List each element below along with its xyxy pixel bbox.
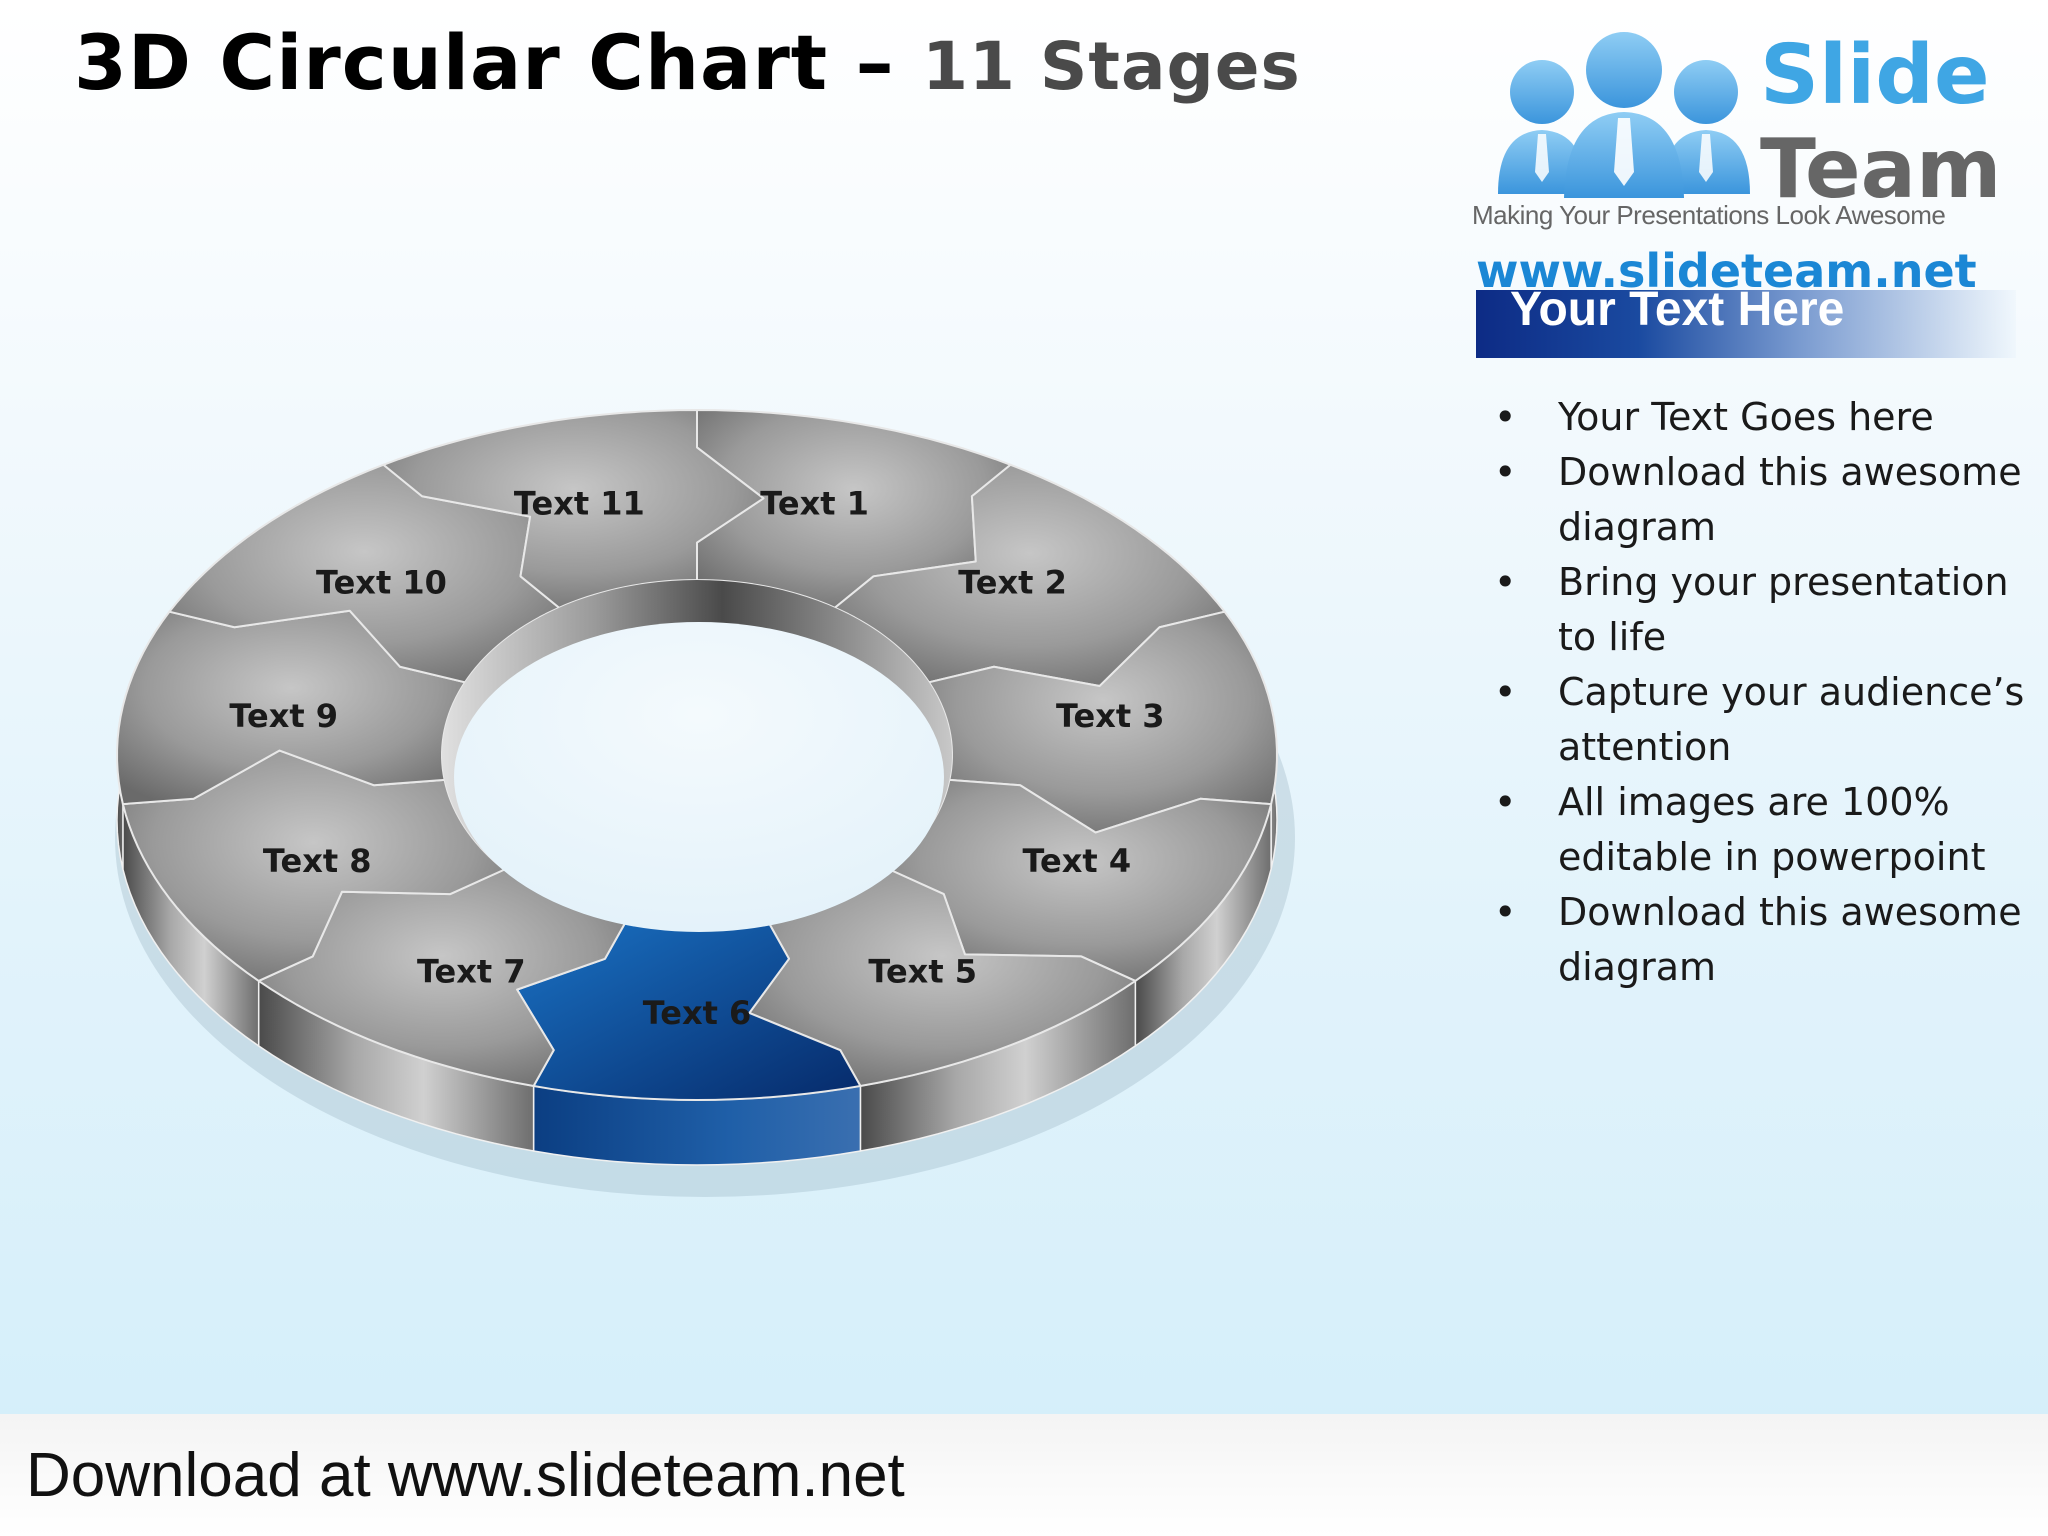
- stage-label-9: Text 9: [229, 697, 338, 735]
- stage-label-7: Text 7: [417, 953, 526, 991]
- circular-stage-diagram: Text 1 Text 2 Text 3 Text 4 Text 5 Text 6 Text…: [115, 409, 1295, 1197]
- bullet-item: Download this awesome diagram: [1490, 445, 2030, 555]
- center-hole: [454, 622, 944, 932]
- stage-label-2: Text 2: [958, 564, 1067, 602]
- logo-url: www.slideteam.net: [1476, 244, 1977, 298]
- bullet-item: All images are 100% editable in powerpoi…: [1490, 775, 2030, 885]
- stage-label-11: Text 11: [514, 485, 645, 523]
- bullet-item: Capture your audience’s attention: [1490, 665, 2030, 775]
- bullet-list: Your Text Goes here Download this awesom…: [1490, 390, 2030, 995]
- stage-label-1: Text 1: [760, 485, 869, 523]
- ring-inner-wall: [442, 580, 952, 932]
- people-logo-icon: [1498, 32, 1750, 198]
- bullet-item: Bring your presentation to life: [1490, 555, 2030, 665]
- text-panel-header: Your Text Here: [1476, 283, 2016, 358]
- bullet-item: Your Text Goes here: [1490, 390, 2030, 445]
- title-main: 3D Circular Chart –: [74, 18, 895, 107]
- stage-label-10: Text 10: [316, 564, 447, 602]
- footer-download-text: Download at www.slideteam.net: [26, 1441, 905, 1510]
- logo-brand-slide: Slide: [1760, 28, 1990, 123]
- stage-label-8: Text 8: [263, 842, 372, 880]
- slide-title: 3D Circular Chart – 11 Stages: [74, 18, 1301, 107]
- bullet-item: Download this awesome diagram: [1490, 885, 2030, 995]
- text-panel-header-label: Your Text Here: [1510, 283, 1845, 336]
- footer-bar: Download at www.slideteam.net: [0, 1414, 2048, 1536]
- logo-tagline: Making Your Presentations Look Awesome: [1472, 200, 1946, 230]
- stage-labels: Text 1 Text 2 Text 3 Text 4 Text 5 Text 6 Text…: [229, 485, 1164, 1032]
- stage-label-3: Text 3: [1056, 697, 1165, 735]
- stage-label-6: Text 6: [643, 994, 752, 1032]
- stage-label-4: Text 4: [1022, 842, 1131, 880]
- stage-label-5: Text 5: [868, 953, 977, 991]
- title-sub: 11 Stages: [922, 28, 1301, 105]
- slideteam-logo: Slide Team Making Your Presentations Loo…: [1468, 18, 2028, 238]
- logo-brand-team: Team: [1760, 122, 2002, 217]
